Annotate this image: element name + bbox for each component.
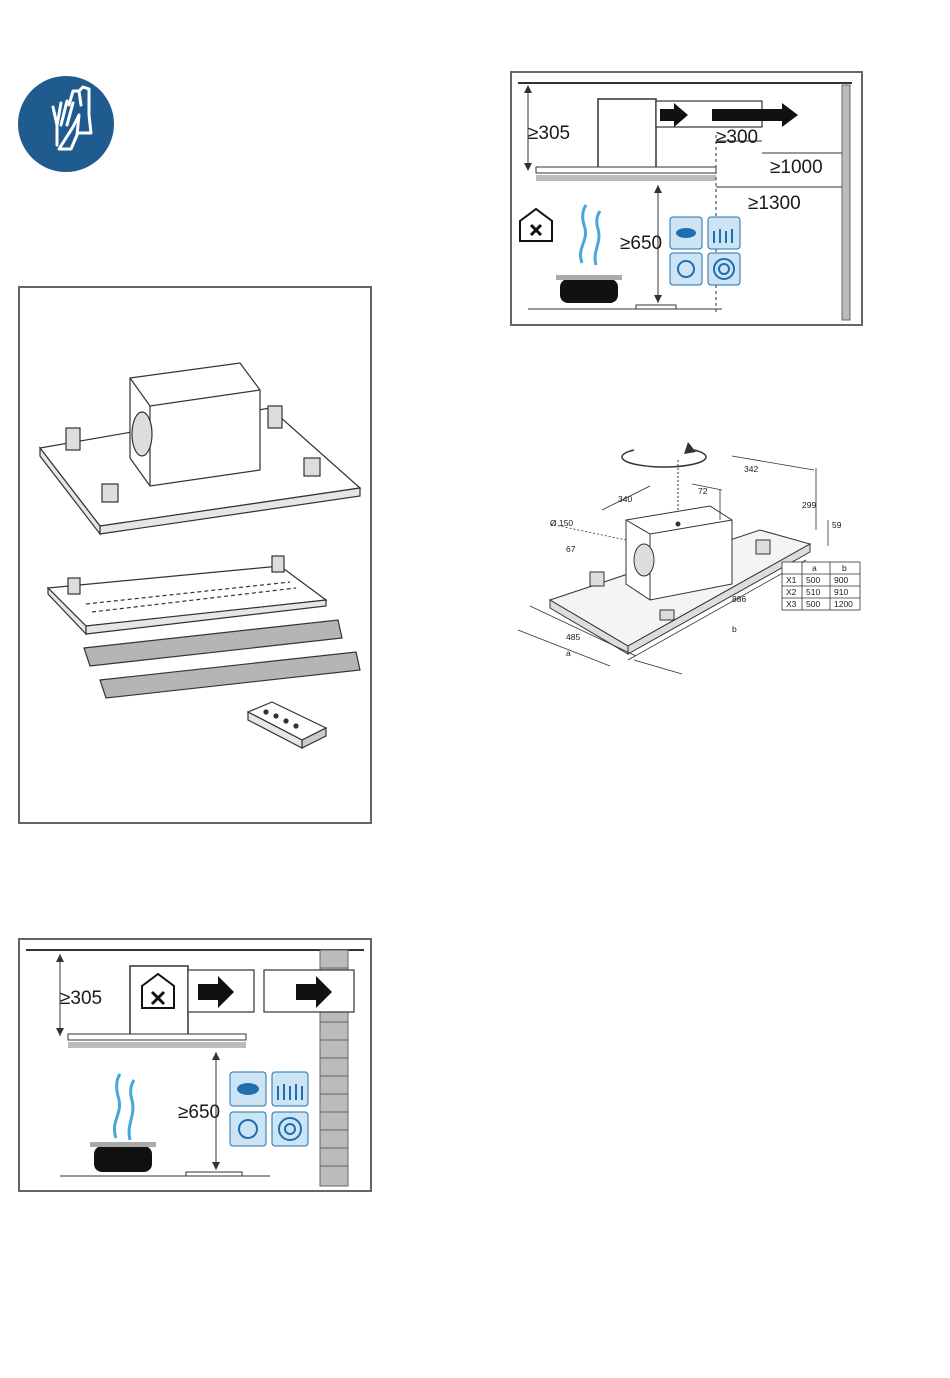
air-flow-icon — [580, 205, 600, 265]
dim-342: 342 — [744, 464, 758, 474]
wall-distance-dimension: ≥1000 — [770, 157, 823, 178]
hood-unit-drawing — [40, 363, 360, 534]
dim-72: 72 — [698, 486, 708, 496]
table-row-x1: X1 — [786, 575, 797, 585]
hob-type-icons — [230, 1072, 308, 1146]
table-cell: 900 — [834, 575, 848, 585]
extraction-mode-icon — [520, 209, 552, 241]
dim-b: b — [732, 624, 737, 634]
cooking-pot-icon — [90, 1142, 156, 1172]
dimension-table: a b X1 500 900 X2 510 910 X3 500 1200 — [782, 562, 860, 610]
table-cell: 910 — [834, 587, 848, 597]
remote-control-drawing — [248, 702, 326, 748]
table-row-x3: X3 — [786, 599, 797, 609]
air-flow-icon — [114, 1074, 134, 1140]
scope-of-delivery-panel — [18, 286, 372, 824]
table-header-b: b — [842, 563, 847, 573]
dim-485: 485 — [566, 632, 580, 642]
cooktop-clearance-dimension: ≥650 — [620, 233, 662, 254]
side-clearance-dimension: ≥300 — [716, 127, 758, 148]
table-cell: 510 — [806, 587, 820, 597]
dim-a: a — [566, 648, 571, 658]
exhaust-air-installation-panel: ≥305 ≥650 — [18, 938, 372, 1192]
table-cell: 1200 — [834, 599, 853, 609]
hob-type-icons — [670, 217, 740, 285]
dimension-drawing: 342 72 340 299 59 Ø 150 67 886 485 a b a… — [510, 420, 870, 690]
protective-gloves-icon — [17, 75, 115, 173]
cooktop-clearance-dimension: ≥650 — [178, 1102, 220, 1123]
protective-gloves-sign — [17, 75, 115, 173]
height-dimension: ≥305 — [528, 123, 570, 144]
filter-frame-drawing — [48, 556, 326, 634]
height-dimension: ≥305 — [60, 988, 102, 1009]
table-header-a: a — [812, 563, 817, 573]
filter-plates-drawing — [84, 620, 360, 698]
table-row-x2: X2 — [786, 587, 797, 597]
dim-886: 886 — [732, 594, 746, 604]
dim-diameter: Ø 150 — [550, 518, 573, 528]
dim-59: 59 — [832, 520, 842, 530]
far-distance-dimension: ≥1300 — [748, 193, 801, 214]
ducted-installation-panel: ≥305 ≥300 ≥1000 ≥1300 ≥650 — [510, 71, 863, 326]
dim-299: 299 — [802, 500, 816, 510]
table-cell: 500 — [806, 575, 820, 585]
dim-340: 340 — [618, 494, 632, 504]
cooking-pot-icon — [556, 275, 622, 303]
table-cell: 500 — [806, 599, 820, 609]
dim-67: 67 — [566, 544, 576, 554]
